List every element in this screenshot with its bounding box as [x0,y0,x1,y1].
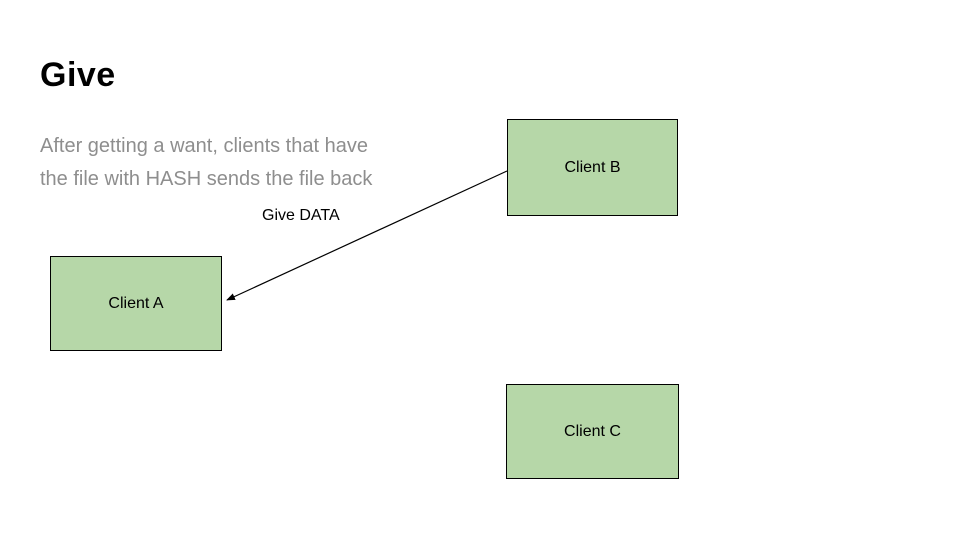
node-client-c-label: Client C [564,422,621,440]
arrow-label-give-data: Give DATA [262,207,340,224]
node-client-a-label: Client A [108,294,164,312]
node-client-a: Client A [50,256,222,351]
node-client-c: Client C [506,384,679,479]
slide-body-text: After getting a want, clients that have … [40,135,373,190]
node-client-b: Client B [507,119,678,216]
slide-title: Give [40,56,116,94]
node-client-b-label: Client B [564,158,621,176]
